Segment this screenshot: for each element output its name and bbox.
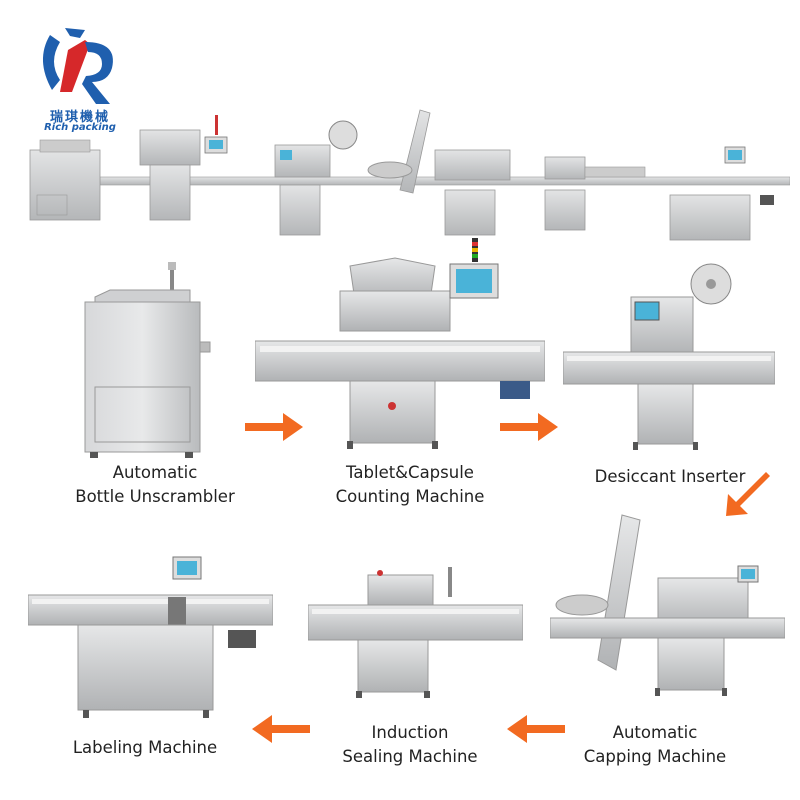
brand-name-en: Rich packing bbox=[44, 122, 116, 133]
bottle-unscrambler-image bbox=[80, 262, 215, 462]
step-label-line: Bottle Unscrambler bbox=[75, 487, 235, 506]
step-label-line: Tablet&Capsule bbox=[346, 463, 474, 482]
arrow-down-left-icon bbox=[722, 470, 772, 524]
step-label-capping-machine: Automatic Capping Machine bbox=[555, 721, 755, 769]
step-label-labeling-machine: Labeling Machine bbox=[45, 736, 245, 760]
induction-sealing-machine-image bbox=[308, 565, 523, 700]
step-label-line: Capping Machine bbox=[583, 747, 727, 766]
step-label-line: Labeling Machine bbox=[72, 738, 218, 757]
arrow-right-icon bbox=[500, 410, 560, 448]
step-label-counting-machine: Tablet&Capsule Counting Machine bbox=[310, 461, 510, 509]
desiccant-inserter-image bbox=[563, 262, 775, 452]
step-label-desiccant-inserter: Desiccant Inserter bbox=[570, 465, 770, 489]
step-label-line: Automatic bbox=[112, 463, 198, 482]
tablet-capsule-counter-image bbox=[255, 236, 545, 451]
automatic-capping-machine-image bbox=[550, 510, 785, 700]
step-label-line: Counting Machine bbox=[335, 487, 485, 506]
step-label-bottle-unscrambler: Automatic Bottle Unscrambler bbox=[55, 461, 255, 509]
labeling-machine-image bbox=[28, 555, 273, 720]
arrow-left-icon bbox=[505, 712, 565, 750]
arrow-left-icon bbox=[250, 712, 310, 750]
step-label-line: Induction bbox=[371, 723, 449, 742]
company-logo bbox=[30, 20, 130, 135]
step-label-line: Sealing Machine bbox=[342, 747, 478, 766]
arrow-right-icon bbox=[245, 410, 305, 448]
full-production-line-image bbox=[25, 95, 790, 245]
step-label-sealing-machine: Induction Sealing Machine bbox=[310, 721, 510, 769]
brand-name-cn: 瑞琪機械 bbox=[49, 110, 110, 125]
step-label-line: Desiccant Inserter bbox=[594, 467, 746, 486]
step-label-line: Automatic bbox=[612, 723, 698, 742]
